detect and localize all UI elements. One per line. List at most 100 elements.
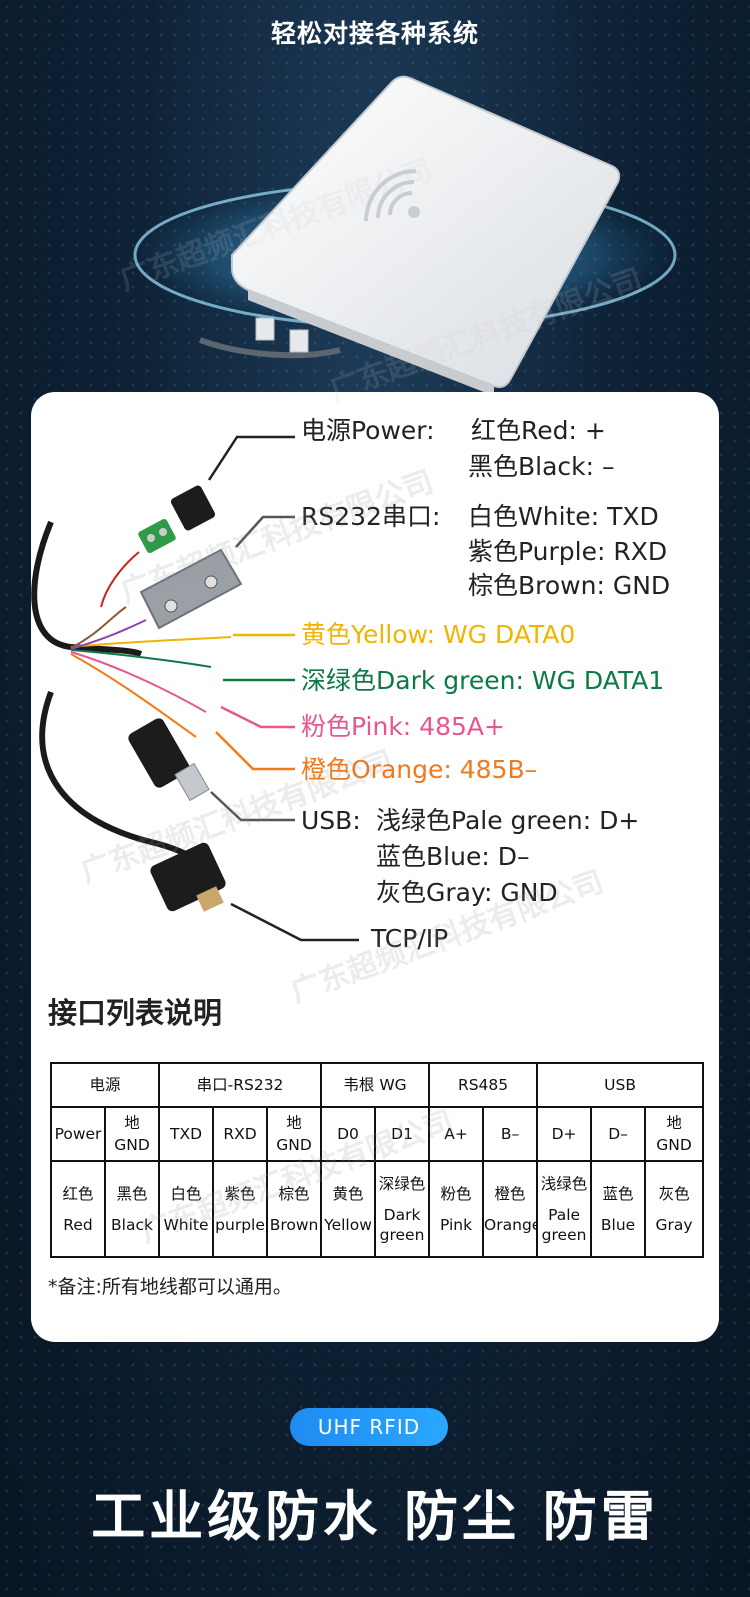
- group-power: 电源: [49, 1062, 161, 1108]
- label-power-black: 黑色Black: –: [468, 452, 615, 481]
- group-wiegand: 韦根 WG: [320, 1062, 431, 1108]
- label-power: 电源Power:: [301, 416, 435, 445]
- signal-cell: D–: [590, 1106, 647, 1162]
- wire-color-en: Red: [63, 1216, 93, 1234]
- signal-cell: A+: [428, 1106, 485, 1162]
- wire-color-en: Gray: [655, 1216, 693, 1234]
- wire-color-cn: 橙色: [494, 1185, 526, 1203]
- wire-color-cn: 粉色: [440, 1185, 472, 1203]
- bottom-feature-title: 工业级防水 防尘 防雷: [91, 1485, 659, 1548]
- signal-cell: D0: [320, 1106, 377, 1162]
- wire-color-cell: 黑色 Black: [103, 1160, 161, 1258]
- brown-wire: [70, 606, 127, 649]
- wire-color-en: purple: [215, 1216, 265, 1234]
- table-row-groups: 电源 串口-RS232 韦根 WG RS485 USB: [49, 1062, 705, 1108]
- main-cable: [31, 520, 143, 657]
- label-usb-pale-green: 浅绿色Pale green: D+: [376, 806, 640, 835]
- wire-color-en: Orange: [484, 1216, 538, 1234]
- wire-color-cn: 白色: [170, 1185, 202, 1203]
- group-usb: USB: [536, 1062, 705, 1108]
- label-pink-485a: 粉色Pink: 485A+: [301, 712, 505, 741]
- db9-serial-connector: [139, 548, 243, 630]
- wire-color-en: Black: [111, 1216, 153, 1234]
- wire-color-cell: 紫色 purple: [212, 1160, 269, 1258]
- rfid-wave-icon: [364, 169, 417, 222]
- label-orange-485b: 橙色Orange: 485B–: [301, 755, 538, 784]
- terminal-screw-1: [147, 534, 155, 542]
- wire-color-cn: 蓝色: [602, 1185, 634, 1203]
- leader-pink: [220, 705, 295, 729]
- wire-color-cn: 深绿色: [378, 1175, 426, 1193]
- label-usb-gray: 灰色Gray: GND: [376, 878, 558, 907]
- signal-cell: 地 GND: [103, 1106, 161, 1162]
- wire-color-cn: 黄色: [332, 1185, 364, 1203]
- pink-wire: [70, 651, 207, 713]
- wire-color-cn: 棕色: [278, 1185, 310, 1203]
- leader-orange: [215, 731, 295, 771]
- usb-plug-tip: [174, 762, 210, 802]
- wire-color-cn: 浅绿色: [540, 1175, 588, 1193]
- wire-color-cn: 灰色: [658, 1185, 690, 1203]
- label-rs232-brown: 棕色Brown: GND: [468, 571, 671, 600]
- purple-wire: [70, 619, 147, 650]
- cable-wiring-diagram: [31, 435, 359, 942]
- wire-color-cell: 橙色 Orange: [482, 1160, 539, 1258]
- wiring-card: 电源Power: 红色Red: + 黑色Black: – RS232串口: 白色…: [31, 392, 719, 1342]
- yellow-wire: [70, 636, 232, 648]
- label-rs232: RS232串口:: [301, 502, 441, 531]
- table-note: *备注:所有地线都可以通用。: [48, 1276, 292, 1298]
- page-top-title: 轻松对接各种系统: [270, 19, 479, 48]
- label-usb-blue: 蓝色Blue: D–: [376, 842, 530, 871]
- reader-shell-edge: [248, 290, 494, 396]
- leader-tcpip: [230, 902, 359, 942]
- wire-color-cn: 黑色: [116, 1185, 148, 1203]
- wire-color-cell: 浅绿色 Pale green: [536, 1160, 593, 1258]
- signal-cell: B–: [482, 1106, 539, 1162]
- label-yellow-wg-data0: 黄色Yellow: WG DATA0: [301, 620, 576, 649]
- leader-power: [207, 435, 295, 481]
- wire-color-en: Pale green: [541, 1206, 587, 1244]
- cable-gland-right: [289, 329, 309, 353]
- wire-color-en: Yellow: [324, 1216, 372, 1234]
- wire-color-cell: 棕色 Brown: [266, 1160, 323, 1258]
- leader-usb: [210, 791, 295, 822]
- reader-shell: [231, 75, 621, 389]
- leader-rs232: [235, 515, 295, 548]
- terminal-screw-2: [159, 528, 167, 536]
- wire-color-cn: 紫色: [224, 1185, 256, 1203]
- green-terminal-block: [138, 518, 176, 554]
- cable-gland-left: [255, 317, 275, 341]
- wire-color-en: Blue: [600, 1216, 636, 1234]
- wire-color-cell: 黄色 Yellow: [320, 1160, 377, 1258]
- group-rs232: 串口-RS232: [158, 1062, 323, 1108]
- label-rs232-white: 白色White: TXD: [468, 502, 659, 531]
- wire-color-en: Brown: [269, 1216, 319, 1234]
- wire-color-cell: 灰色 Gray: [644, 1160, 705, 1258]
- db9-screw-left: [164, 599, 178, 613]
- dc-jack: [170, 485, 216, 531]
- uhf-rfid-badge: UHF RFID: [290, 1408, 448, 1446]
- rfid-wave-dot: [408, 206, 420, 218]
- label-power-red: 红色Red: +: [471, 416, 606, 445]
- red-wire: [100, 551, 140, 608]
- rj45-port: [196, 886, 224, 912]
- signal-cell: Power: [50, 1106, 106, 1162]
- signal-cell: TXD: [158, 1106, 215, 1162]
- signal-cell: RXD: [212, 1106, 269, 1162]
- signal-cell: 地 GND: [644, 1106, 705, 1162]
- wire-color-cell: 蓝色 Blue: [590, 1160, 647, 1258]
- label-dark-green-wg-data1: 深绿色Dark green: WG DATA1: [301, 666, 665, 695]
- label-usb: USB:: [301, 806, 361, 835]
- orange-wire: [70, 653, 197, 738]
- label-rs232-purple: 紫色Purple: RXD: [468, 537, 668, 566]
- interface-section-title: 接口列表说明: [48, 996, 223, 1030]
- group-rs485: RS485: [428, 1062, 539, 1108]
- signal-cell: D1: [374, 1106, 431, 1162]
